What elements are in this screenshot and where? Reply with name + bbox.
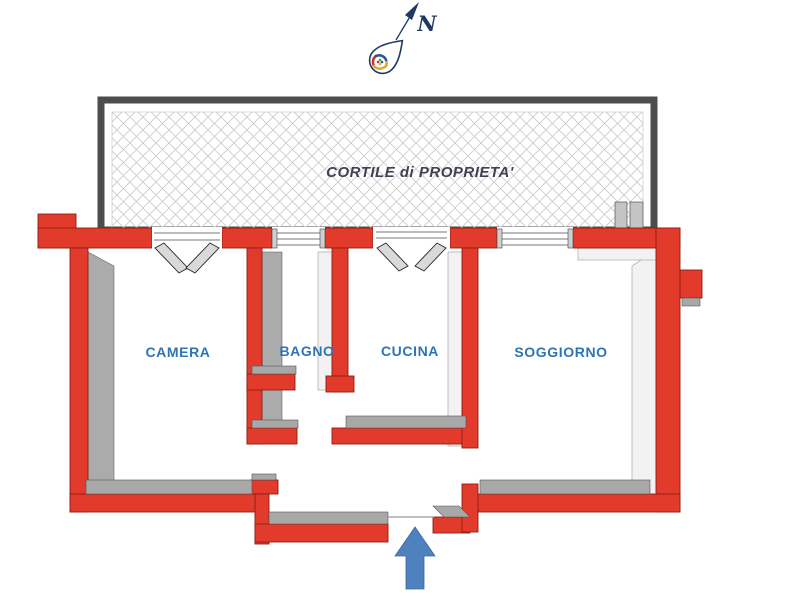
wall-top — [85, 479, 253, 495]
wall-south-pillar — [249, 479, 279, 495]
door-leaf — [185, 242, 220, 274]
logo-pentagon-icon — [371, 54, 389, 70]
room-label-bagno: BAGNO — [279, 343, 334, 359]
wall-top — [251, 419, 299, 429]
room-label-camera: CAMERA — [145, 344, 210, 360]
wall-top — [479, 479, 651, 495]
soggiorno-window — [497, 227, 573, 249]
wall-top — [345, 415, 467, 429]
partition-bagno-stub — [246, 373, 296, 391]
door-leaf — [414, 242, 447, 272]
partition-bagno-south — [246, 427, 298, 445]
partition-bagno-cucina-foot — [325, 375, 355, 393]
north-label: N — [416, 11, 437, 36]
partition-face — [317, 251, 333, 391]
top-wall-face — [577, 247, 657, 261]
compass-outline — [368, 14, 412, 75]
wall-top — [251, 473, 277, 481]
wall-top — [432, 505, 471, 518]
wall-east-pillar — [679, 269, 703, 299]
room-label-cucina: CUCINA — [381, 343, 439, 359]
compass: N — [368, 2, 437, 75]
courtyard-pillar — [614, 201, 628, 231]
right-wall-face — [631, 249, 657, 511]
room-labels: CAMERA BAGNO CUCINA SOGGIORNO — [145, 343, 607, 360]
wall-west — [69, 247, 89, 513]
door-leaf — [376, 242, 409, 272]
wall-north-a — [37, 227, 153, 249]
entrance-arrow-icon — [394, 526, 436, 590]
wall-top — [268, 511, 389, 525]
wall-south-camera — [69, 493, 261, 513]
courtyard-pillar — [629, 201, 644, 231]
teardrop-icon — [368, 39, 404, 75]
compass-arrowhead-icon — [405, 2, 419, 20]
wall-south-cucina — [331, 427, 467, 445]
red-walls — [37, 213, 703, 545]
partition-cucina-soggiorno — [461, 247, 479, 449]
wall-vestibule-south — [254, 523, 389, 543]
partition-bagno-cucina — [331, 247, 349, 393]
wall-east — [655, 227, 681, 513]
courtyard: CORTILE di PROPRIETA' — [97, 96, 658, 234]
partition-camera-bagno — [246, 247, 263, 445]
wall-north-c — [324, 227, 374, 249]
wall-top — [681, 297, 701, 307]
openings — [152, 227, 574, 274]
camera-window — [152, 227, 222, 249]
compass-needle — [395, 14, 412, 41]
wall-tops — [85, 297, 701, 525]
wall-north-b — [221, 227, 273, 249]
bagno-window — [272, 227, 325, 249]
courtyard-hatch — [111, 111, 644, 229]
room-label-soggiorno: SOGGIORNO — [514, 344, 607, 360]
courtyard-label: CORTILE di PROPRIETA' — [326, 164, 514, 181]
wall-north-d — [449, 227, 498, 249]
wall-south-soggiorno — [465, 493, 681, 513]
entry-jamb — [461, 483, 479, 533]
wall-faces — [87, 247, 657, 511]
wall-top — [251, 365, 297, 375]
left-wall-face — [87, 251, 115, 501]
